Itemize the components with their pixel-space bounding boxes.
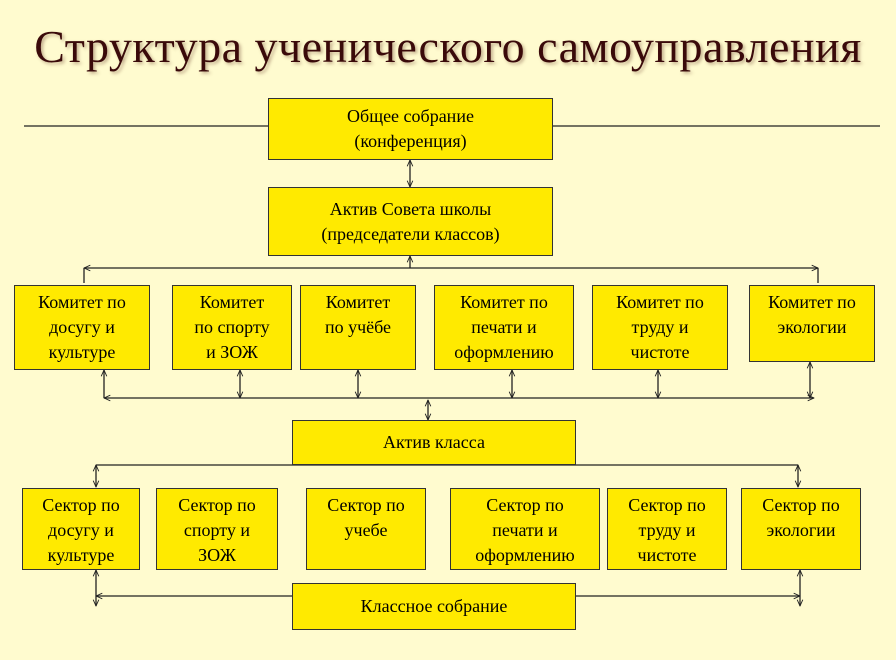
- sector-study-box: Сектор по учебе: [306, 488, 426, 570]
- sector-sport-box: Сектор по спорту и ЗОЖ: [156, 488, 278, 570]
- class-meeting-box: Классное собрание: [292, 583, 576, 630]
- class-active-label: Актив класса: [383, 432, 485, 452]
- committee-label: Комитет по экологии: [768, 292, 856, 337]
- committee-press-box: Комитет по печати и оформлению: [434, 285, 574, 370]
- committee-label: Комитет по досугу и культуре: [38, 292, 126, 362]
- committee-label: Комитет по учёбе: [324, 292, 392, 337]
- sector-label: Сектор по спорту и ЗОЖ: [178, 495, 256, 565]
- committee-study-box: Комитет по учёбе: [300, 285, 416, 370]
- sector-leisure-box: Сектор по досугу и культуре: [22, 488, 140, 570]
- sector-labor-box: Сектор по труду и чистоте: [607, 488, 727, 570]
- general-meeting-label: Общее собрание (конференция): [347, 106, 474, 151]
- sector-label: Сектор по учебе: [327, 495, 405, 540]
- class-active-box: Актив класса: [292, 420, 576, 465]
- committee-label: Комитет по спорту и ЗОЖ: [194, 292, 270, 362]
- committee-label: Комитет по печати и оформлению: [454, 292, 554, 362]
- sector-ecology-box: Сектор по экологии: [741, 488, 861, 570]
- class-meeting-label: Классное собрание: [360, 596, 508, 616]
- general-meeting-box: Общее собрание (конференция): [268, 98, 553, 160]
- committee-sport-box: Комитет по спорту и ЗОЖ: [172, 285, 292, 370]
- page-title: Структура ученического самоуправления: [34, 21, 862, 72]
- school-council-label: Актив Совета школы (председатели классов…: [321, 198, 500, 244]
- committee-labor-box: Комитет по труду и чистоте: [592, 285, 728, 370]
- sector-press-box: Сектор по печати и оформлению: [450, 488, 600, 570]
- committee-ecology-box: Комитет по экологии: [749, 285, 875, 362]
- sector-label: Сектор по труду и чистоте: [628, 495, 706, 565]
- sector-label: Сектор по печати и оформлению: [475, 495, 575, 565]
- school-council-box: Актив Совета школы (председатели классов…: [268, 187, 553, 256]
- committee-label: Комитет по труду и чистоте: [616, 292, 704, 362]
- sector-label: Сектор по экологии: [762, 495, 840, 540]
- committee-leisure-box: Комитет по досугу и культуре: [14, 285, 150, 370]
- sector-label: Сектор по досугу и культуре: [42, 495, 120, 565]
